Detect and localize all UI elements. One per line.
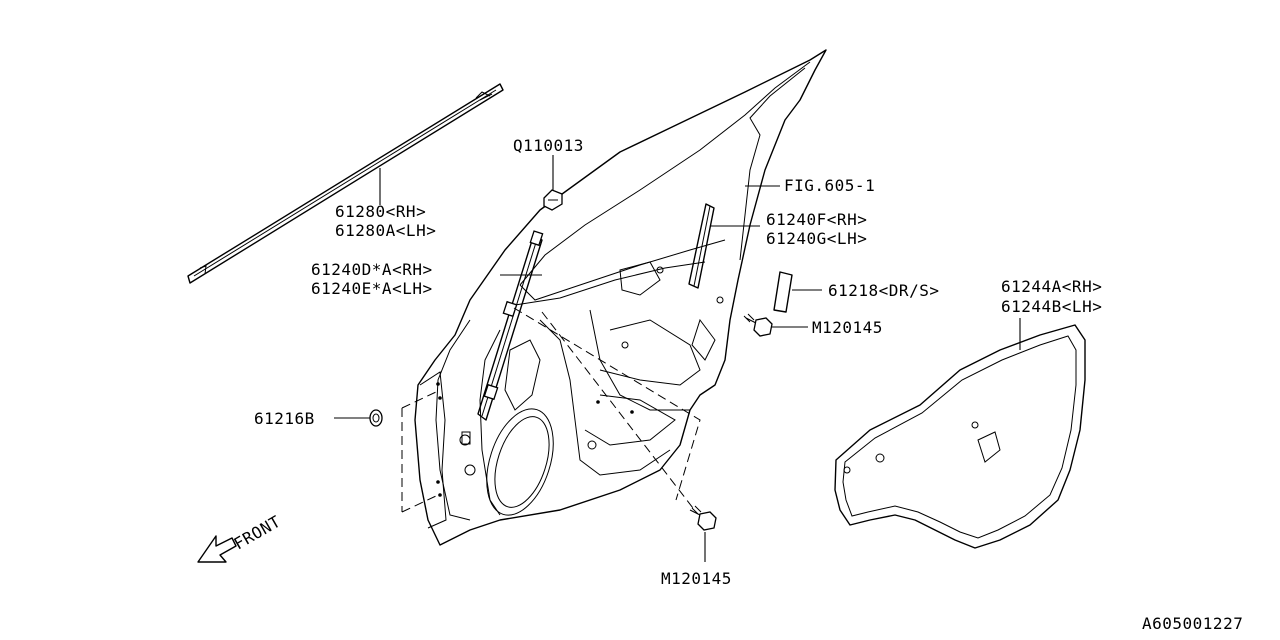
label-m120145-upper: M120145 [812, 318, 883, 337]
label-fig605: FIG.605-1 [784, 176, 875, 195]
label-61280a-lh: 61280A<LH> [335, 221, 436, 240]
leader-lines [334, 155, 1021, 562]
assembly-dashed-lines [401, 307, 701, 513]
plug-61216b-part[interactable] [369, 409, 383, 427]
front-label: FRONT [231, 512, 284, 554]
label-61240e-lh: 61240E*A<LH> [311, 279, 433, 298]
label-61240g-lh: 61240G<LH> [766, 229, 867, 248]
bolt-m120145-upper-part[interactable] [743, 313, 773, 337]
diagram-id: A605001227 [1142, 614, 1243, 633]
label-61244b-lh: 61244B<LH> [1001, 297, 1102, 316]
front-door-panel[interactable] [414, 49, 827, 546]
label-61240d-rh: 61240D*A<RH> [311, 260, 433, 279]
rear-window-guide-part[interactable] [688, 203, 715, 289]
sealing-cover-part[interactable] [834, 324, 1086, 549]
belt-weatherstrip-part[interactable] [187, 83, 504, 284]
front-direction-arrow: FRONT [197, 512, 284, 563]
front-window-guide-part[interactable] [477, 230, 544, 421]
label-61244a-rh: 61244A<RH> [1001, 277, 1102, 296]
label-61218: 61218<DR/S> [828, 281, 939, 300]
label-m120145-lower: M120145 [661, 569, 732, 588]
label-61240f-rh: 61240F<RH> [766, 210, 867, 229]
clip-q110013-part[interactable] [543, 189, 563, 211]
label-61280-rh: 61280<RH> [335, 202, 426, 221]
label-61216b: 61216B [254, 409, 315, 428]
label-q110013: Q110013 [513, 136, 584, 155]
pad-61218-part[interactable] [773, 271, 793, 313]
bolt-m120145-lower-part[interactable] [689, 505, 717, 531]
